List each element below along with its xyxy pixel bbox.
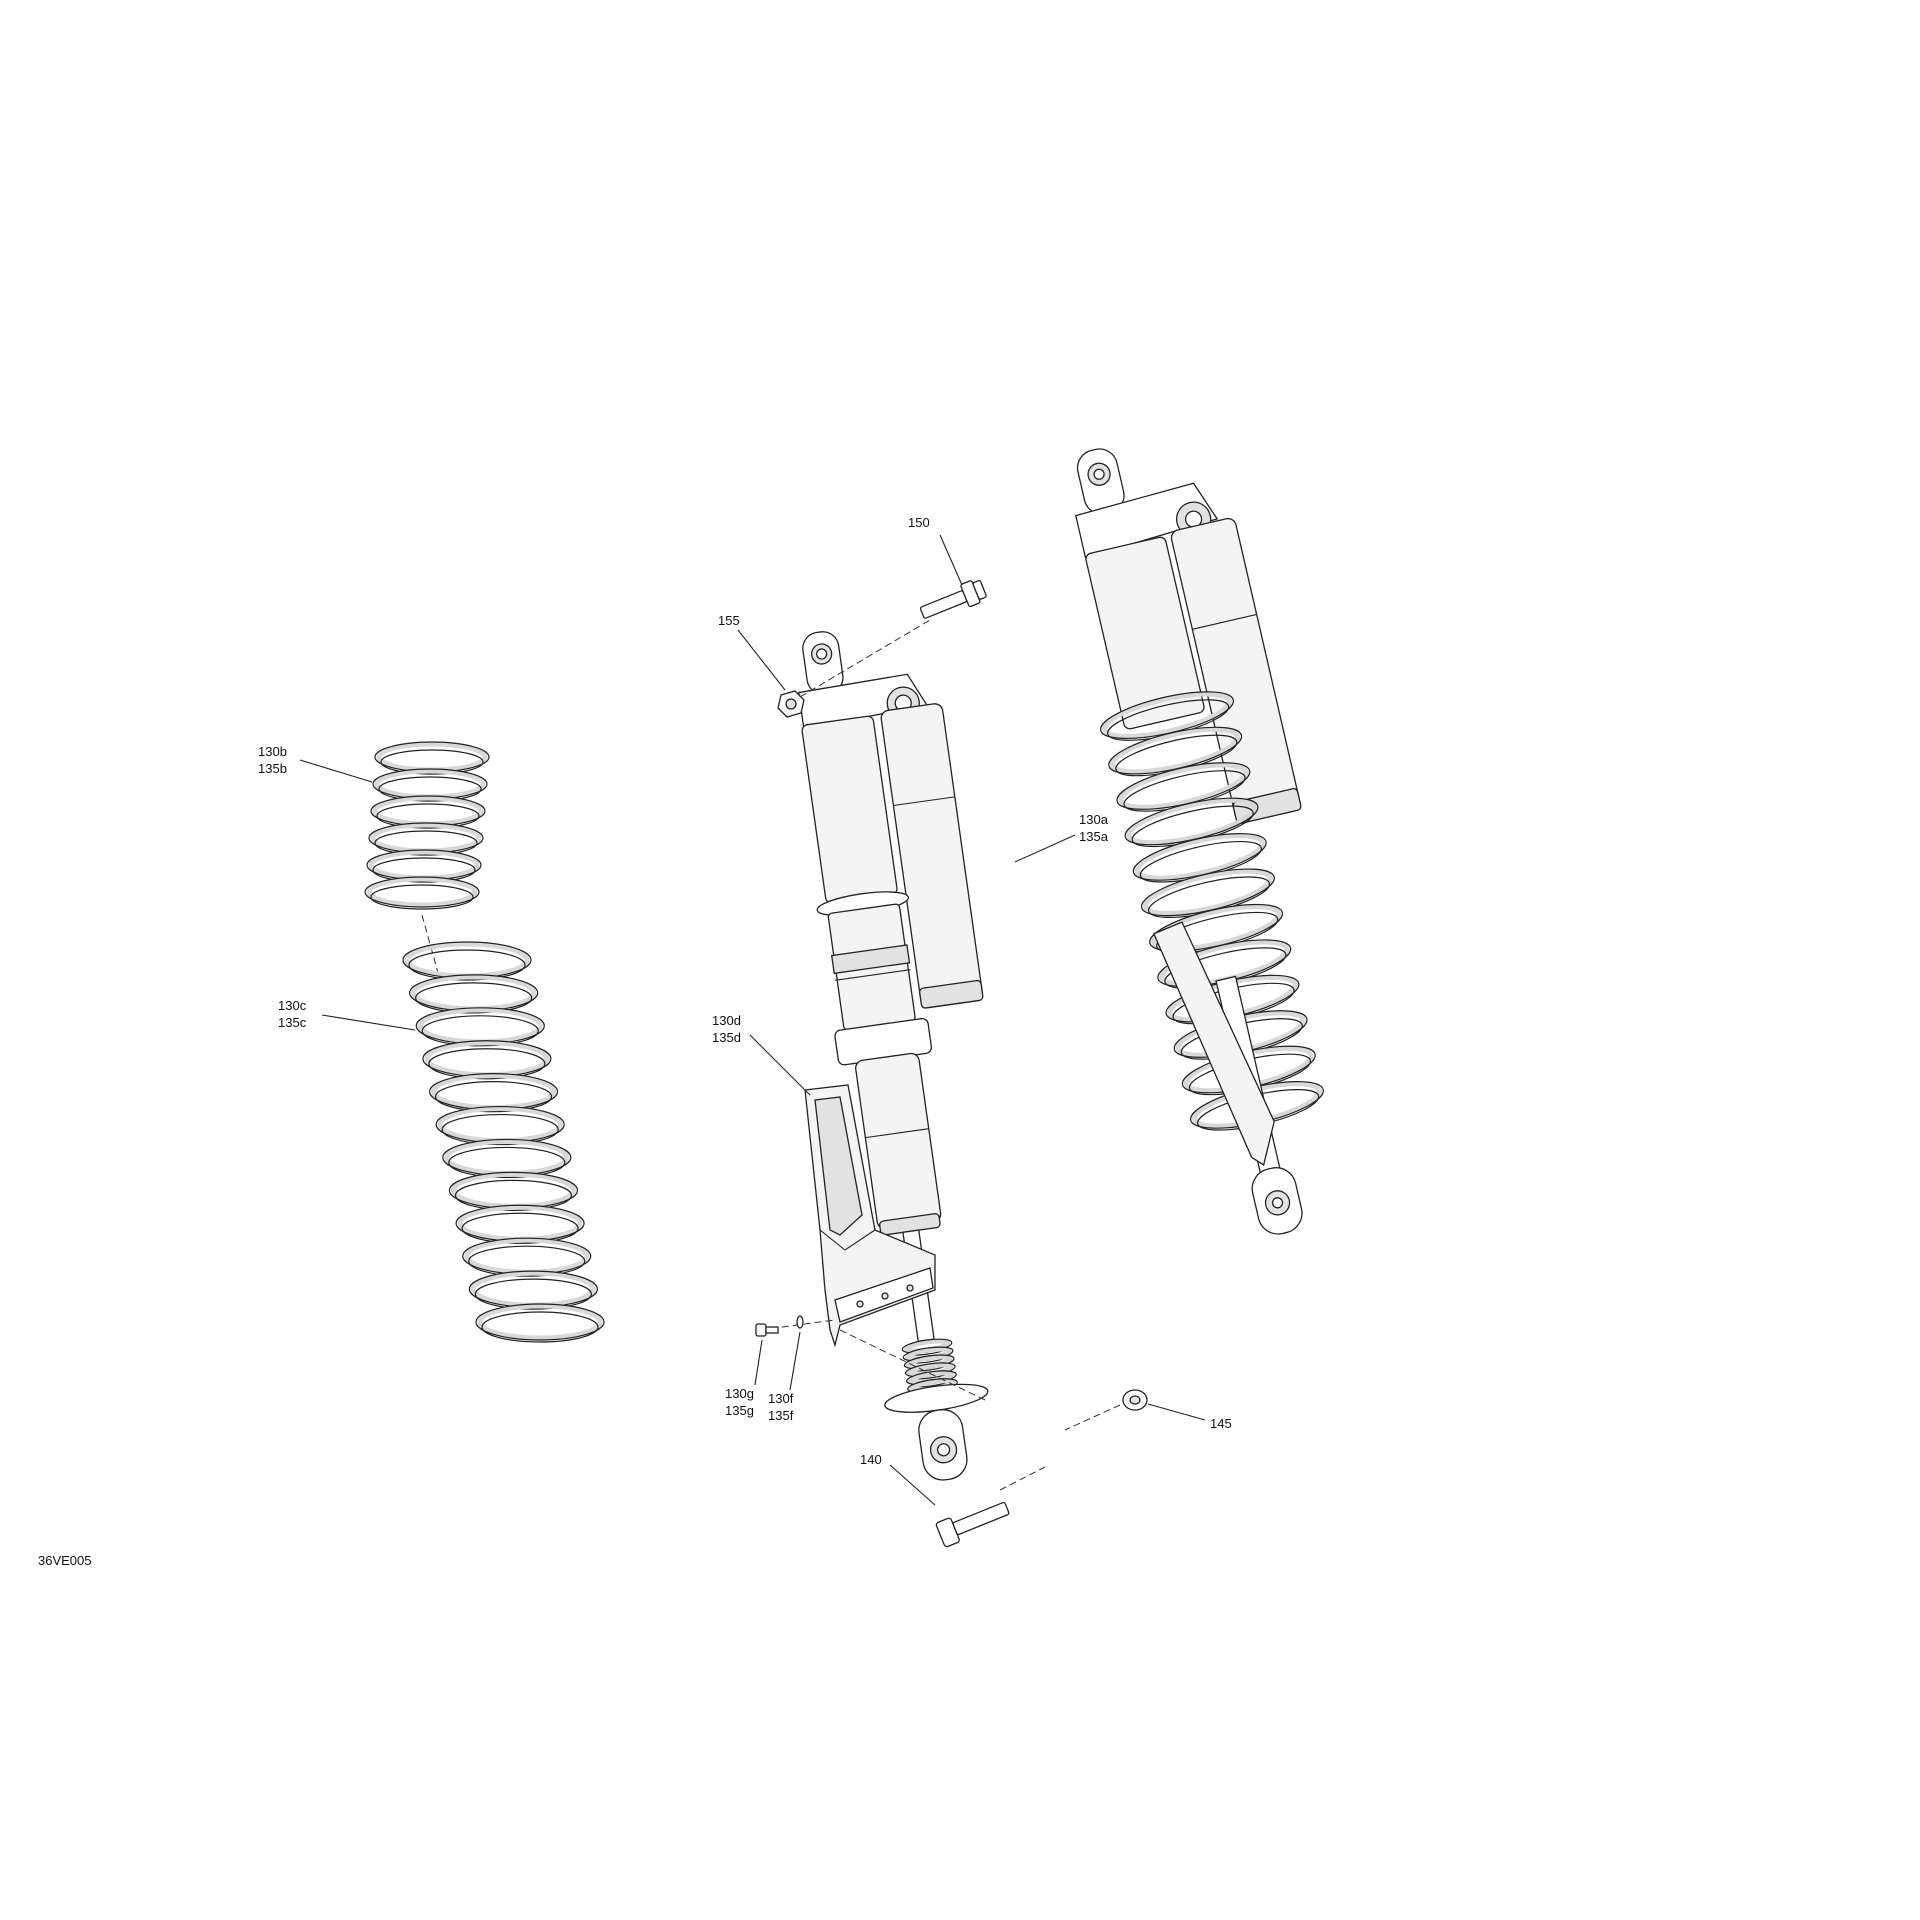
spring-130c-coil-inner bbox=[441, 1113, 559, 1146]
spring-130c-coil bbox=[475, 1303, 605, 1341]
leader-130a bbox=[1014, 834, 1076, 863]
spring-130b-coil-fill bbox=[372, 795, 484, 827]
spring-130c-coil-inner bbox=[468, 1245, 586, 1277]
callout-130b: 130b bbox=[258, 744, 287, 759]
leader-145 bbox=[1147, 1403, 1206, 1421]
spring-130b-coil-inner bbox=[372, 857, 476, 883]
callout-135c: 135c bbox=[278, 1015, 307, 1030]
spring-130b-coil-fill bbox=[366, 876, 478, 908]
guard-mount-axis bbox=[839, 1329, 986, 1401]
spring-130b-coil-inner bbox=[378, 776, 482, 802]
bolt-150[interactable] bbox=[918, 577, 988, 624]
spring-130c-coil-fill bbox=[411, 974, 537, 1012]
callout-130f: 130f bbox=[768, 1391, 794, 1406]
spring-130b-coil-fill bbox=[374, 768, 486, 800]
leader-140 bbox=[889, 1464, 936, 1506]
spring-130c-coil-fill bbox=[470, 1270, 596, 1308]
spring-130b-coil bbox=[364, 876, 480, 908]
bolt-140[interactable] bbox=[935, 1496, 1012, 1548]
spring-right-coil-fill bbox=[1102, 691, 1232, 739]
callout-135b: 135b bbox=[258, 761, 287, 776]
center-shock-absorber[interactable] bbox=[777, 617, 1049, 1487]
spring-130b-coil-fill bbox=[370, 822, 482, 854]
callout-135g: 135g bbox=[725, 1403, 754, 1418]
leader-130b bbox=[299, 759, 373, 783]
spring-130b-coil-inner bbox=[374, 830, 478, 856]
callout-135f: 135f bbox=[768, 1408, 794, 1423]
callout-150: 150 bbox=[908, 515, 930, 530]
spring-130c-coil-inner bbox=[434, 1081, 553, 1113]
spring-right-coil-fill bbox=[1118, 762, 1249, 810]
bushing-145[interactable] bbox=[1122, 1389, 1148, 1411]
leader-130c bbox=[321, 1014, 416, 1031]
spring-130c-coil-inner bbox=[454, 1179, 573, 1211]
shock-guard-130d[interactable] bbox=[804, 1084, 936, 1348]
spring-right-coil-fill bbox=[1126, 797, 1257, 846]
spring-130b-coil-inner bbox=[376, 803, 480, 829]
bottom-mount-axis-left bbox=[999, 1466, 1046, 1491]
lower-spring-130c[interactable] bbox=[402, 941, 605, 1343]
spring-130c-coil bbox=[402, 941, 532, 979]
drawing-id: 36VE005 bbox=[38, 1553, 92, 1568]
washer-130f[interactable] bbox=[796, 1315, 804, 1329]
spring-130c-coil-fill bbox=[444, 1138, 570, 1176]
spring-130b-coil-fill bbox=[376, 741, 488, 773]
spring-130c-coil-fill bbox=[450, 1171, 576, 1209]
callout-130c: 130c bbox=[278, 998, 307, 1013]
spring-130c-coil-inner bbox=[448, 1146, 566, 1179]
callout-130g: 130g bbox=[725, 1386, 754, 1401]
top-mount-axis bbox=[799, 619, 931, 698]
callout-135a: 135a bbox=[1079, 829, 1109, 844]
leader-130d bbox=[749, 1034, 811, 1096]
spring-130b-coil-inner bbox=[380, 749, 484, 775]
spring-right-coil-fill bbox=[1142, 868, 1273, 917]
callout-130a: 130a bbox=[1079, 812, 1109, 827]
leader-130f bbox=[789, 1331, 801, 1391]
leader-130g bbox=[754, 1339, 763, 1386]
assembled-shock-absorber[interactable] bbox=[1039, 422, 1394, 1247]
spring-130c-coil-inner bbox=[408, 949, 526, 981]
spring-130c-coil-inner bbox=[428, 1048, 546, 1080]
spring-130c-coil-fill bbox=[464, 1237, 590, 1275]
leader-155 bbox=[737, 629, 786, 691]
bottom-mount-axis-right bbox=[1064, 1404, 1121, 1431]
callout-145: 145 bbox=[1210, 1416, 1232, 1431]
upper-spring-130b[interactable] bbox=[364, 741, 490, 910]
callout-155: 155 bbox=[718, 613, 740, 628]
callout-140: 140 bbox=[860, 1452, 882, 1467]
spring-130c-coil-fill bbox=[457, 1204, 583, 1242]
spring-130c-coil-inner bbox=[481, 1311, 599, 1343]
spring-right-coil-fill bbox=[1151, 904, 1282, 952]
spring-130b-coil-inner bbox=[370, 884, 474, 910]
spring-130c-coil-inner bbox=[421, 1015, 539, 1047]
spring-130c-coil-inner bbox=[474, 1278, 592, 1310]
spring-130c-coil-fill bbox=[431, 1073, 557, 1111]
spring-130c-coil-inner bbox=[461, 1212, 579, 1244]
screw-130g[interactable] bbox=[755, 1323, 779, 1337]
callout-130d: 130d bbox=[712, 1013, 741, 1028]
spring-right-coil-fill bbox=[1134, 833, 1265, 881]
spring-130c-coil-fill bbox=[424, 1040, 550, 1078]
callout-135d: 135d bbox=[712, 1030, 741, 1045]
leader-150 bbox=[939, 534, 963, 586]
spring-130c-coil-inner bbox=[415, 982, 533, 1014]
spring-right-coil-fill bbox=[1110, 726, 1241, 775]
spring-130c-coil-fill bbox=[404, 941, 530, 979]
spring-130c-coil-fill bbox=[417, 1007, 543, 1045]
nut-155[interactable] bbox=[777, 690, 805, 718]
spring-130b-coil-fill bbox=[368, 849, 480, 881]
spring-130c-coil-fill bbox=[477, 1303, 603, 1341]
spring-130c-coil-fill bbox=[437, 1106, 563, 1144]
